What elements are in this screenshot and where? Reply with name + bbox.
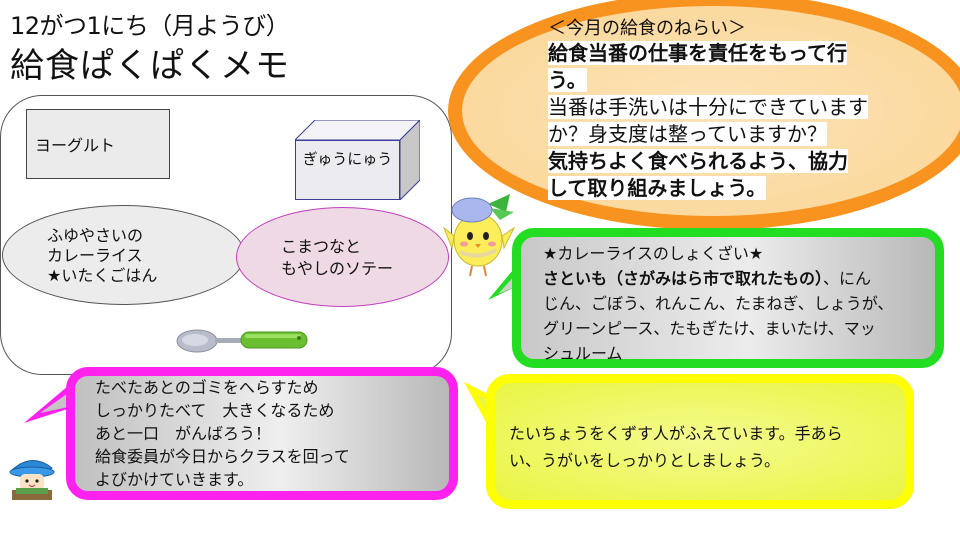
waste-line-1: たべたあとのゴミをへらすため	[95, 378, 319, 397]
waste-line-5: よびかけていきます。	[95, 470, 254, 489]
spoon-icon	[176, 329, 308, 353]
waste-line-4: 給食委員が今日からクラスを回って	[95, 447, 350, 466]
aim-heading: ＜今月の給食のねらい＞	[548, 18, 746, 39]
waste-line-3: あと一口 がんばろう！	[95, 424, 272, 443]
health-line-2: い、うがいをしっかりとしましょう。	[509, 451, 781, 470]
aim-line-6: して取り組みましょう。	[548, 176, 767, 200]
aim-line-2: う。	[548, 68, 587, 92]
curry-item: ふゆやさいの カレーライス ★いたくごはん	[2, 205, 245, 305]
curry-line-2: カレーライス	[47, 246, 143, 265]
milk-carton-side	[400, 120, 420, 200]
ingredients-line-4: シュルーム	[543, 344, 623, 363]
milk-item: ぎゅうにゅう	[295, 140, 400, 200]
food-waste-bubble: たべたあとのゴミをへらすため しっかりたべて 大きくなるため あと一口 がんばろ…	[66, 367, 458, 500]
aim-line-5: 気持ちよく食べられるよう、協力	[548, 149, 848, 173]
ingredients-line-2: じん、ごぼう、れんこん、たまねぎ、しょうが、	[543, 294, 894, 313]
milk-carton-top	[295, 120, 420, 140]
saute-line-2: もやしのソテー	[281, 259, 394, 278]
yogurt-item: ヨーグルト	[26, 109, 170, 179]
yogurt-label: ヨーグルト	[35, 136, 116, 155]
ingredients-line-1-rest: 、にん	[823, 269, 872, 288]
ingredients-bubble: ★カレーライスのしょくざい★ さといも（さがみはら市で取れたもの）、にん じん、…	[512, 228, 944, 368]
health-line-1: たいちょうをくずす人がふえています。手あら	[509, 424, 843, 443]
aim-line-1: 給食当番の仕事を責任をもって行	[548, 41, 847, 65]
waste-line-2: しっかりたべて 大きくなるため	[95, 401, 335, 420]
saute-line-1: こまつなと	[281, 237, 362, 256]
curry-line-1: ふゆやさいの	[47, 226, 144, 245]
date-heading: 12がつ1にち（月ようび）	[10, 12, 290, 40]
ingredients-line-3: グリーンピース、たもぎたけ、まいたけ、マッ	[543, 319, 876, 338]
aim-line-4: か？身支度は整っていますか？	[548, 122, 827, 146]
ingredients-heading: ★カレーライスのしょくざい★	[543, 244, 764, 263]
curry-line-3: ★いたくごはん	[47, 266, 158, 285]
aim-line-3: 当番は手洗いは十分にできています	[548, 95, 868, 119]
monthly-aim-text: ＜今月の給食のねらい＞ 給食当番の仕事を責任をもって行 う。 当番は手洗いは十分…	[548, 18, 938, 202]
ingredients-local-item: さといも（さがみはら市で取れたもの）	[543, 269, 824, 288]
saute-item: こまつなと もやしのソテー	[236, 207, 449, 307]
milk-label: ぎゅうにゅう	[302, 150, 393, 168]
wizard-mascot-icon	[9, 460, 55, 500]
chick-mascot-icon	[442, 194, 516, 277]
page-title: 給食ぱくぱくメモ	[10, 46, 290, 86]
health-bubble: たいちょうをくずす人がふえています。手あら い、うがいをしっかりとしましょう。	[486, 374, 914, 509]
